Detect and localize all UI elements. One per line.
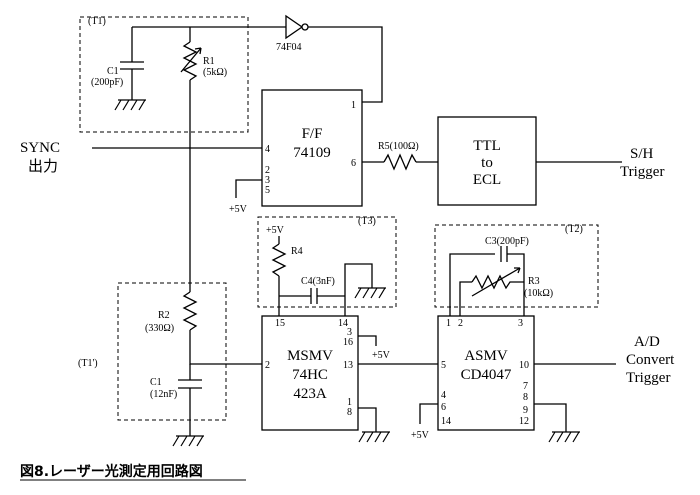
c1b-value: (12nF) (150, 389, 177, 400)
r4-name: R4 (291, 246, 303, 257)
ttl-to-ecl-box (437, 116, 537, 206)
sh-label-line1: S/H (630, 146, 654, 162)
msmv-pin-15: 15 (275, 318, 285, 329)
msmv-line1: MSMV (287, 348, 333, 364)
ff-line2: 74109 (293, 145, 331, 161)
group-box-t2 (434, 224, 599, 308)
ff-line1: F/F (302, 126, 323, 142)
asmv-pin-3: 3 (518, 318, 523, 329)
r4-vcc: +5V (266, 225, 285, 236)
msmv-pin-13: 13 (343, 360, 353, 371)
group-label-t1p: (T1') (78, 358, 98, 369)
msmv-pin-3: 3 (347, 327, 352, 338)
ttl-line1: TTL (473, 138, 501, 154)
asmv-vcc-label: +5V (411, 430, 430, 441)
group-label-t1: (T1) (88, 16, 106, 27)
figure-caption: 図8.レーザー光測定用回路図 (20, 463, 203, 480)
ff-pin-6: 6 (351, 158, 356, 169)
msmv-pin-2: 2 (265, 360, 270, 371)
ff-pin-5: 5 (265, 185, 270, 196)
asmv-pin-8: 8 (523, 392, 528, 403)
group-label-t2: (T2) (565, 224, 583, 235)
asmv-gnd-wire (534, 403, 567, 432)
asmv-line2: CD4047 (461, 367, 512, 383)
msmv-vcc-label: +5V (372, 350, 391, 361)
msmv-pin-8: 8 (347, 407, 352, 418)
msmv-gnd-wire (358, 407, 377, 432)
r2-value: (330Ω) (145, 323, 174, 334)
msmv-line3: 423A (293, 386, 327, 402)
c1-name: C1 (107, 66, 119, 77)
msmv-pin-14: 14 (338, 318, 348, 329)
t1-network (114, 26, 383, 292)
asmv-ground-icon (548, 431, 580, 443)
inverter-74f04 (285, 14, 309, 40)
asmv-pin-14: 14 (441, 416, 451, 427)
asmv-pin-5: 5 (441, 360, 446, 371)
msmv-box (261, 315, 359, 431)
group-box-t3 (257, 216, 397, 308)
msmv-pin-16: 16 (343, 337, 353, 348)
msmv-vcc-wire (358, 335, 377, 346)
ttl-line2: to (481, 155, 493, 171)
asmv-pin-10: 10 (519, 360, 529, 371)
ff-pin-3: 3 (265, 175, 270, 186)
ff-vcc-wire (235, 179, 262, 198)
group-box-t1 (79, 16, 249, 133)
msmv-line2: 74HC (292, 367, 328, 383)
r1-value: (5kΩ) (203, 67, 227, 78)
sync-label-line1: SYNC (20, 140, 60, 156)
msmv-pin-1: 1 (347, 397, 352, 408)
asmv-pin-4: 4 (441, 390, 446, 401)
ttl-line3: ECL (473, 172, 501, 188)
ff-pin-2: 2 (265, 165, 270, 176)
r3-value: (10kΩ) (524, 288, 553, 299)
c1b-name: C1 (150, 377, 162, 388)
ad-label-line2: Convert (626, 352, 675, 368)
c3-label: C3(200pF) (485, 236, 529, 247)
ff-pin-4: 4 (265, 144, 270, 155)
asmv-pin-12: 12 (519, 416, 529, 427)
sh-label-line2: Trigger (620, 164, 664, 180)
asmv-pin-1: 1 (446, 318, 451, 329)
ad-label-line3: Trigger (626, 370, 670, 386)
asmv-pin-2: 2 (458, 318, 463, 329)
ff-pin-1: 1 (351, 100, 356, 111)
msmv-ground-icon (358, 431, 390, 443)
r1-name: R1 (203, 56, 215, 67)
asmv-pin-9: 9 (523, 405, 528, 416)
r5-label: R5(100Ω) (378, 141, 419, 152)
r5-resistor (362, 153, 438, 171)
ff-vcc-label: +5V (229, 204, 248, 215)
asmv-pin-7: 7 (523, 381, 528, 392)
asmv-pin-6: 6 (441, 402, 446, 413)
t3-network (271, 236, 386, 316)
group-box-t1p (117, 282, 227, 421)
c4-label: C4(3nF) (301, 276, 335, 287)
r2-name: R2 (158, 310, 170, 321)
group-label-t3: (T3) (358, 216, 376, 227)
ad-label-line1: A/D (634, 334, 660, 350)
sync-label-line2: 出力 (28, 158, 58, 175)
t1p-network (172, 291, 262, 447)
t2-network (449, 246, 525, 316)
inverter-label: 74F04 (276, 42, 302, 53)
asmv-line1: ASMV (464, 348, 508, 364)
asmv-box (437, 315, 535, 431)
r3-name: R3 (528, 276, 540, 287)
c1-value: (200pF) (91, 77, 123, 88)
ff-74109-box (261, 89, 363, 207)
asmv-vcc-wire (419, 403, 438, 424)
